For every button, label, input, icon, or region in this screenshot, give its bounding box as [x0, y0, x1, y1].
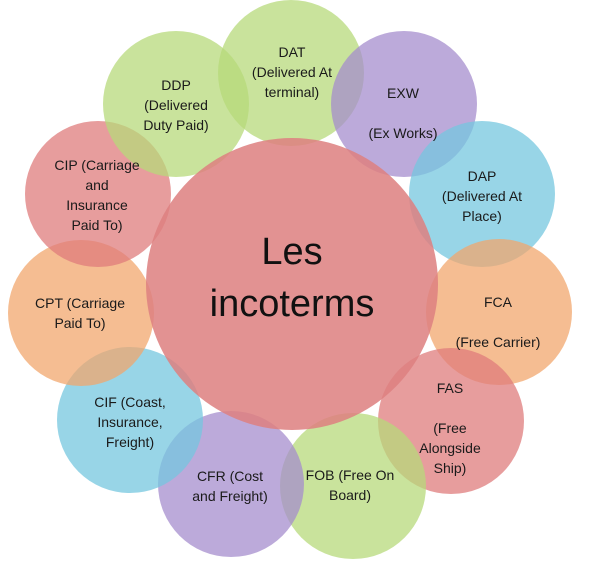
petal-circle-ddp: [103, 31, 249, 177]
center-circle: [146, 138, 438, 430]
petal-circle-fob: [280, 413, 426, 559]
center-title: Les incoterms: [209, 231, 375, 325]
